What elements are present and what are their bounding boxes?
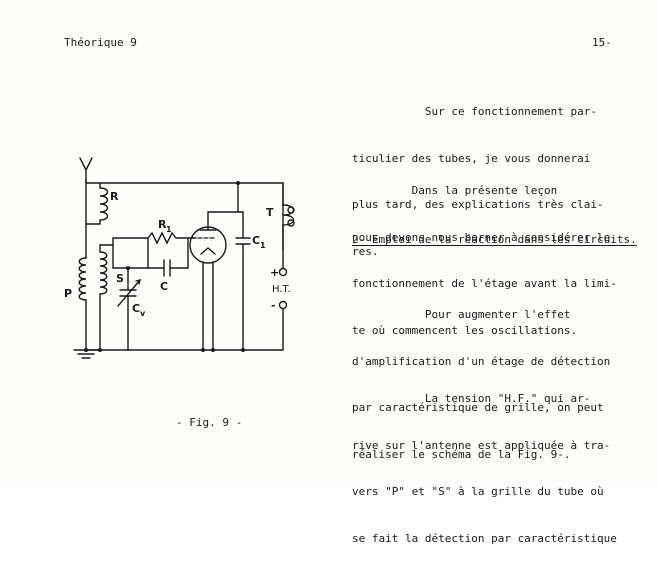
paragraph-4: Pour augmenter l'effet d'amplification d… [352, 276, 610, 493]
text-line: d'amplification d'un étage de détection [352, 354, 611, 368]
page-number: 15- [592, 36, 612, 49]
label-s: S [116, 272, 124, 285]
text-line: ticulier des tubes, je vous donnerai [352, 151, 591, 165]
label-cv-sub: v [140, 309, 146, 318]
text-line: res. [352, 244, 379, 258]
label-r1: R [158, 218, 167, 231]
coil-r [85, 182, 109, 225]
text-line: te où commencent les oscillations. [352, 323, 578, 337]
label-ht: H.T. [272, 284, 291, 295]
text-line: réaliser le schéma de la Fig. 9-. [352, 447, 571, 461]
figure-caption: - Fig. 9 - [176, 416, 243, 429]
label-r1-sub: 1 [166, 225, 172, 234]
coil-p [78, 257, 87, 351]
vacuum-tube [189, 226, 227, 264]
document-page: Théorique 9 15- Sur ce fonctionnement pa… [64, 36, 637, 545]
ht-plus-terminal [278, 267, 288, 277]
text-line: plus tard, des explications très clai- [352, 198, 604, 211]
section-heading: 2- Emploi de la réaction dans les circui… [352, 233, 637, 246]
antenna-symbol [79, 157, 93, 181]
label-t: T [266, 206, 274, 219]
paragraph-1: Sur ce fonctionnement par- ticulier des … [352, 73, 604, 290]
label-r: R [110, 190, 119, 203]
text-line: fonctionnement de l'étage avant la limi- [352, 277, 617, 290]
text-line: Pour augmenter l'effet [352, 308, 571, 321]
coil-s [99, 251, 108, 351]
label-plus: + [270, 266, 279, 279]
label-p: P [64, 287, 72, 300]
text-line: vers "P" et "S" à la grille du tube où [352, 485, 604, 498]
text-line: nous devons nous borner à considérer le [352, 230, 611, 244]
circuit-diagram: R R 1 C C 1 C v S P T + - H.T. [64, 157, 295, 359]
text-line: se fait la détection par caractéristique [352, 531, 617, 545]
capacitor-c [163, 259, 171, 277]
text-line: Sur ce fonctionnement par- [352, 105, 598, 118]
resistor-r1 [147, 231, 194, 245]
capacitor-c1 [235, 237, 251, 245]
paragraph-2: Dans la présente leçon nous devons nous … [352, 152, 617, 369]
label-c: C [160, 280, 168, 293]
ht-minus-terminal [278, 300, 288, 310]
text-line: rive sur l'antenne est appliquée à tra- [352, 438, 611, 452]
label-minus: - [271, 299, 276, 312]
paragraph-5: La tension "H.F." qui ar- rive sur l'ant… [352, 360, 617, 577]
text-line: Dans la présente leçon [352, 184, 558, 197]
label-c1: C [252, 234, 260, 247]
text-line: par caractéristique de grille, on peut [352, 401, 604, 414]
text-line: La tension "H.F." qui ar- [352, 392, 591, 405]
label-c1-sub: 1 [260, 241, 266, 250]
label-cv: C [132, 302, 140, 315]
header-title: Théorique 9 [64, 36, 137, 49]
